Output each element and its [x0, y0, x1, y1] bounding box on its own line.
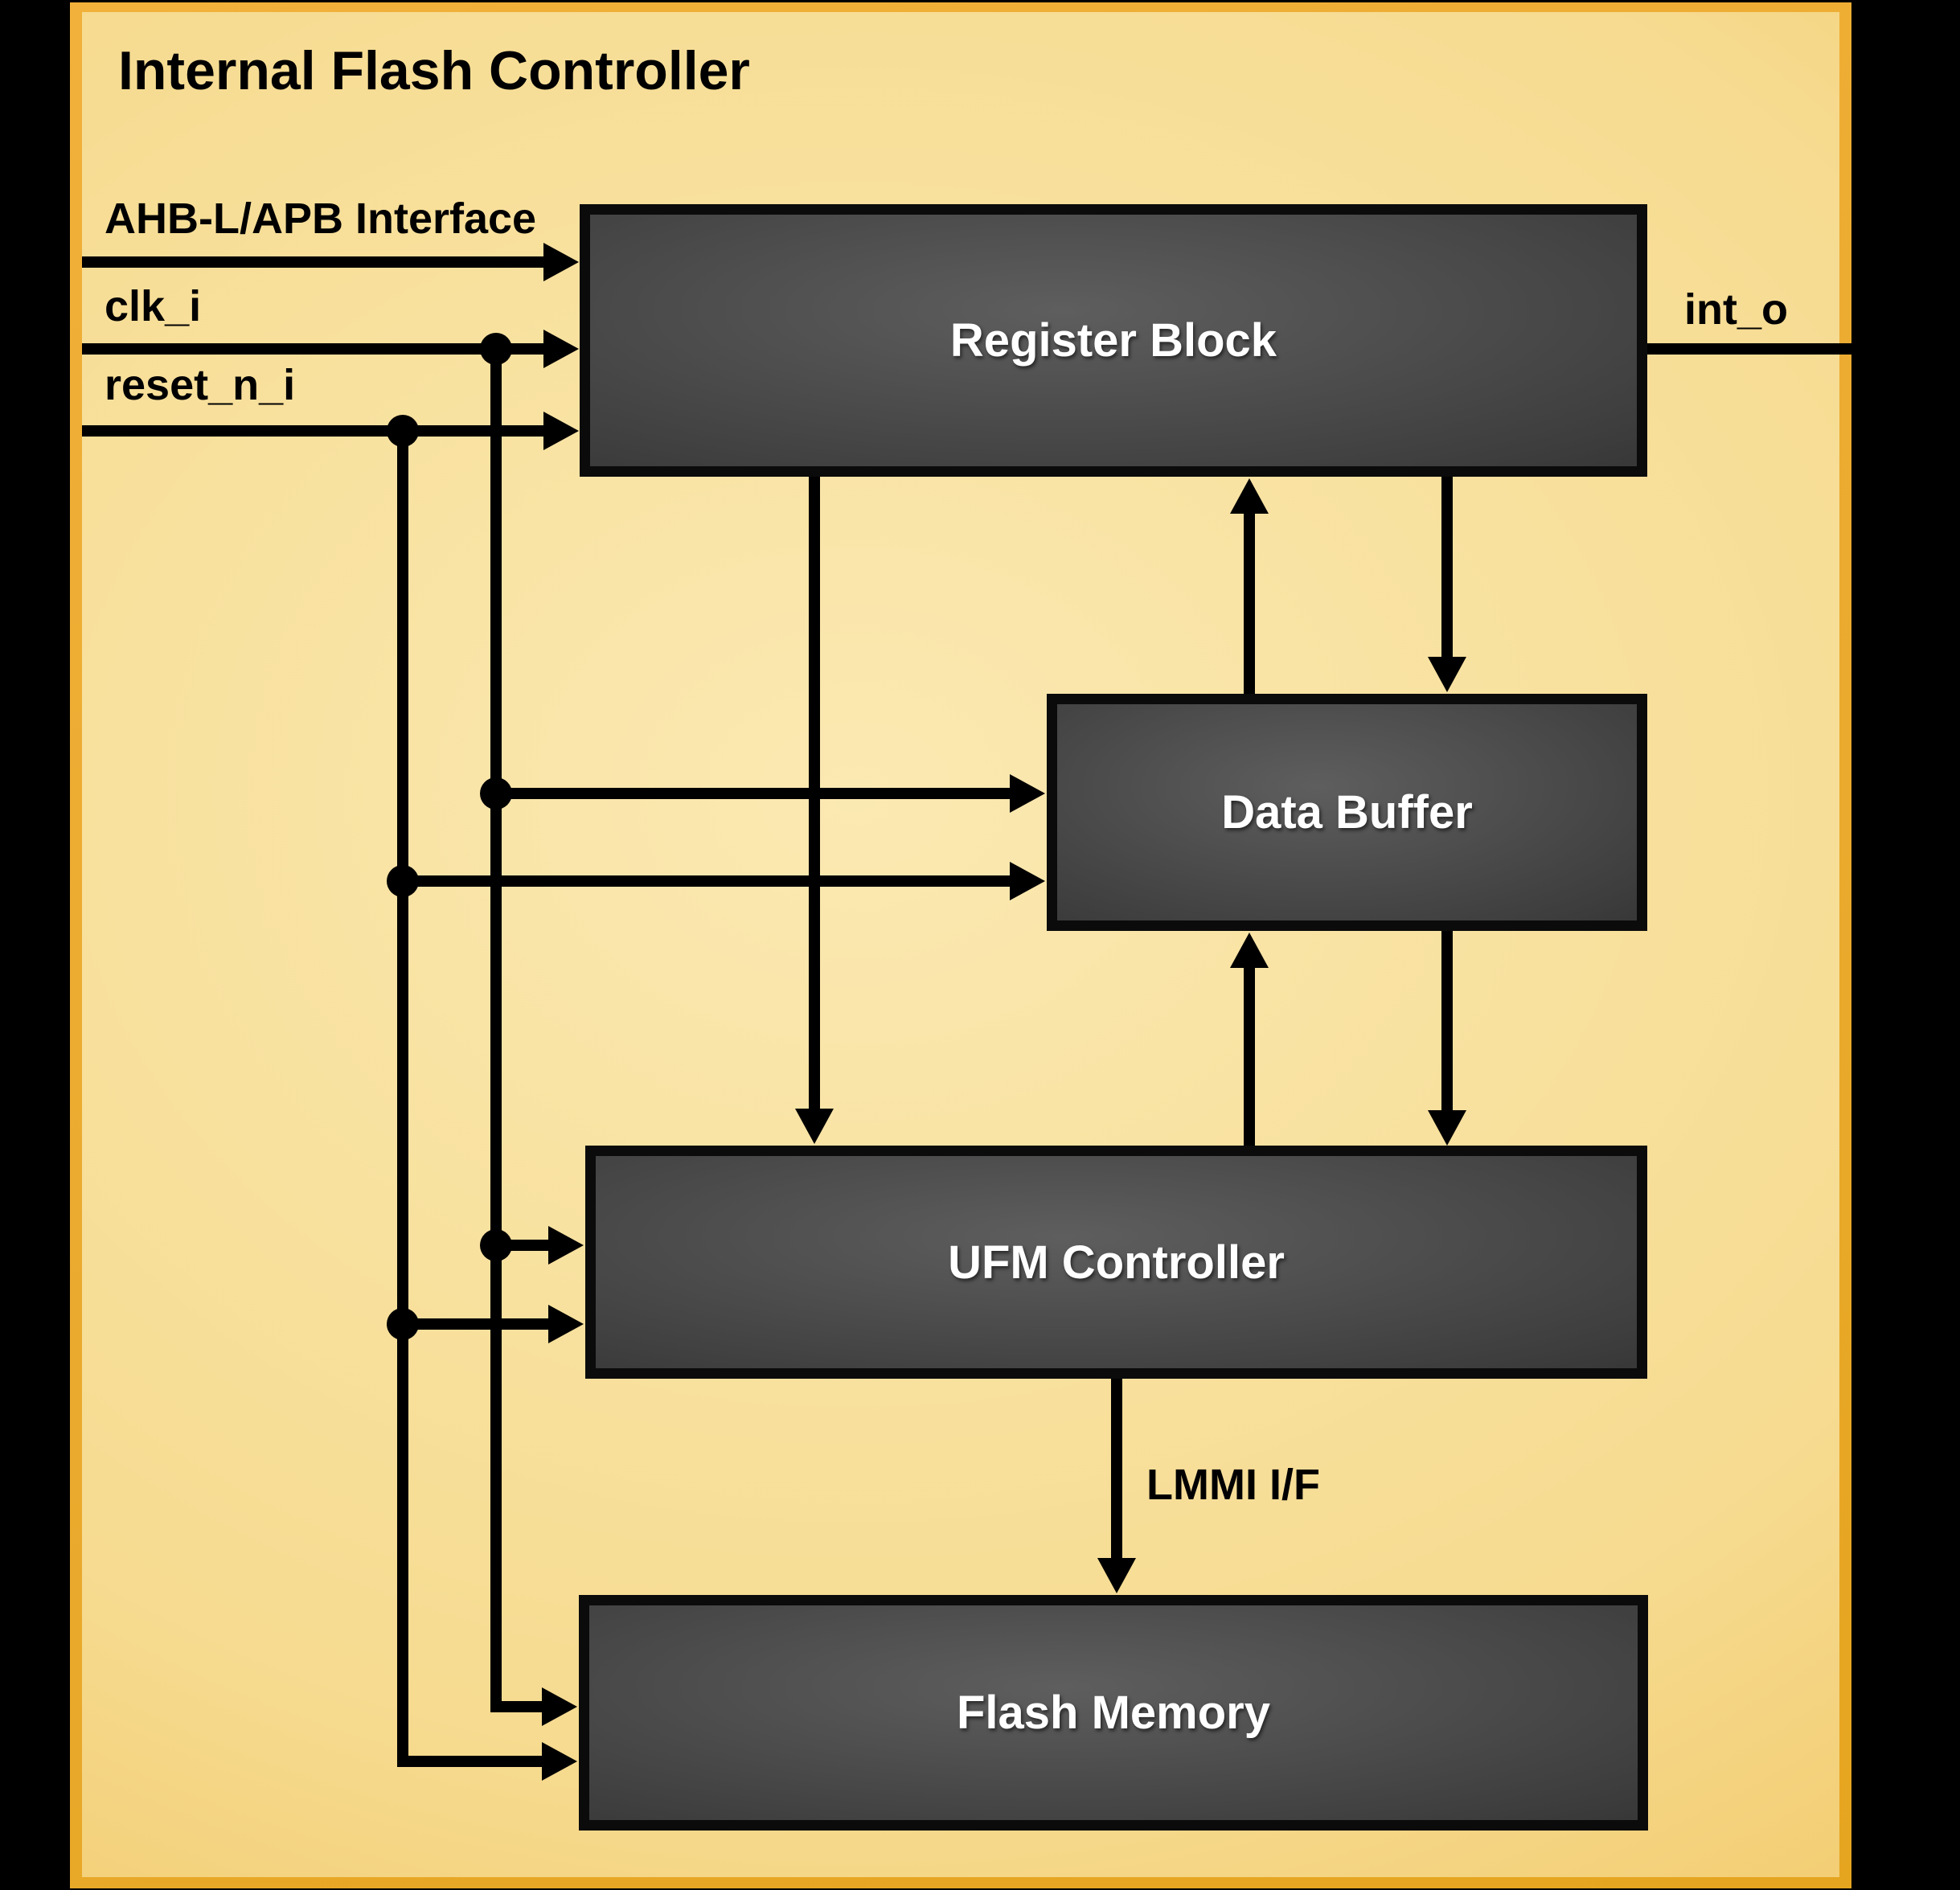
data-buffer-block: Data Buffer: [1047, 694, 1647, 931]
ufm-to-databuffer-arrowhead-icon: [1230, 933, 1269, 968]
clk-vertical-rail: [490, 349, 502, 1712]
reset-to-ufm-line: [403, 1318, 552, 1330]
reset-arrowhead-icon: [543, 412, 579, 450]
flash-upper-arrowhead-icon: [542, 1687, 577, 1726]
flash-memory-label: Flash Memory: [957, 1687, 1270, 1739]
ahb-interface-label: AHB-L/APB Interface: [105, 195, 537, 243]
register-block: Register Block: [580, 204, 1647, 477]
ufm-upper-arrowhead-icon: [548, 1226, 584, 1265]
clk-input-label: clk_i: [105, 282, 202, 330]
ufm-lower-arrowhead-icon: [548, 1305, 584, 1343]
flash-memory-block: Flash Memory: [579, 1595, 1648, 1831]
lmmi-arrowhead-icon: [1097, 1558, 1136, 1593]
ahb-interface-line: [82, 256, 547, 268]
flash-lower-arrowhead-icon: [542, 1742, 577, 1781]
reset-to-databuffer-line: [403, 875, 1013, 887]
reset-to-flash-line: [397, 1756, 543, 1767]
ufm-to-databuffer-line: [1244, 966, 1255, 1146]
databuffer-to-ufm-arrowhead-icon: [1428, 1110, 1466, 1146]
clk-to-flash-line: [490, 1701, 543, 1712]
clk-to-databuffer-line: [496, 788, 1013, 799]
ufm-controller-block: UFM Controller: [585, 1146, 1647, 1379]
clk-arrowhead-icon: [543, 330, 579, 368]
data-buffer-label: Data Buffer: [1221, 786, 1473, 838]
junction-dot-clk: [480, 333, 512, 365]
interrupt-output-label: int_o: [1684, 285, 1788, 334]
page-title: Internal Flash Controller: [118, 40, 750, 101]
ahb-arrowhead-icon: [543, 243, 579, 281]
reset-vertical-rail: [397, 431, 408, 1767]
reset-input-label: reset_n_i: [105, 361, 296, 409]
register-to-databuffer-arrowhead-icon: [1428, 657, 1466, 692]
int-o-output-line: [1647, 343, 1851, 355]
databuffer-lower-arrowhead-icon: [1010, 862, 1045, 900]
clk-to-ufm-line: [496, 1240, 552, 1251]
reset-line: [82, 425, 547, 437]
lmmi-interface-label: LMMI I/F: [1146, 1461, 1320, 1509]
register-to-ufm-line: [809, 477, 820, 1112]
ufm-controller-label: UFM Controller: [948, 1236, 1285, 1289]
clk-line: [82, 343, 547, 355]
register-block-label: Register Block: [949, 314, 1277, 367]
databuffer-upper-arrowhead-icon: [1010, 774, 1045, 813]
databuffer-to-ufm-line: [1441, 931, 1453, 1112]
databuffer-to-register-line: [1244, 512, 1255, 694]
junction-dot-reset: [387, 415, 419, 447]
register-to-databuffer-line: [1441, 477, 1453, 660]
databuffer-to-register-arrowhead-icon: [1230, 478, 1269, 514]
register-to-ufm-arrowhead-icon: [795, 1109, 834, 1144]
lmmi-line: [1111, 1379, 1122, 1561]
